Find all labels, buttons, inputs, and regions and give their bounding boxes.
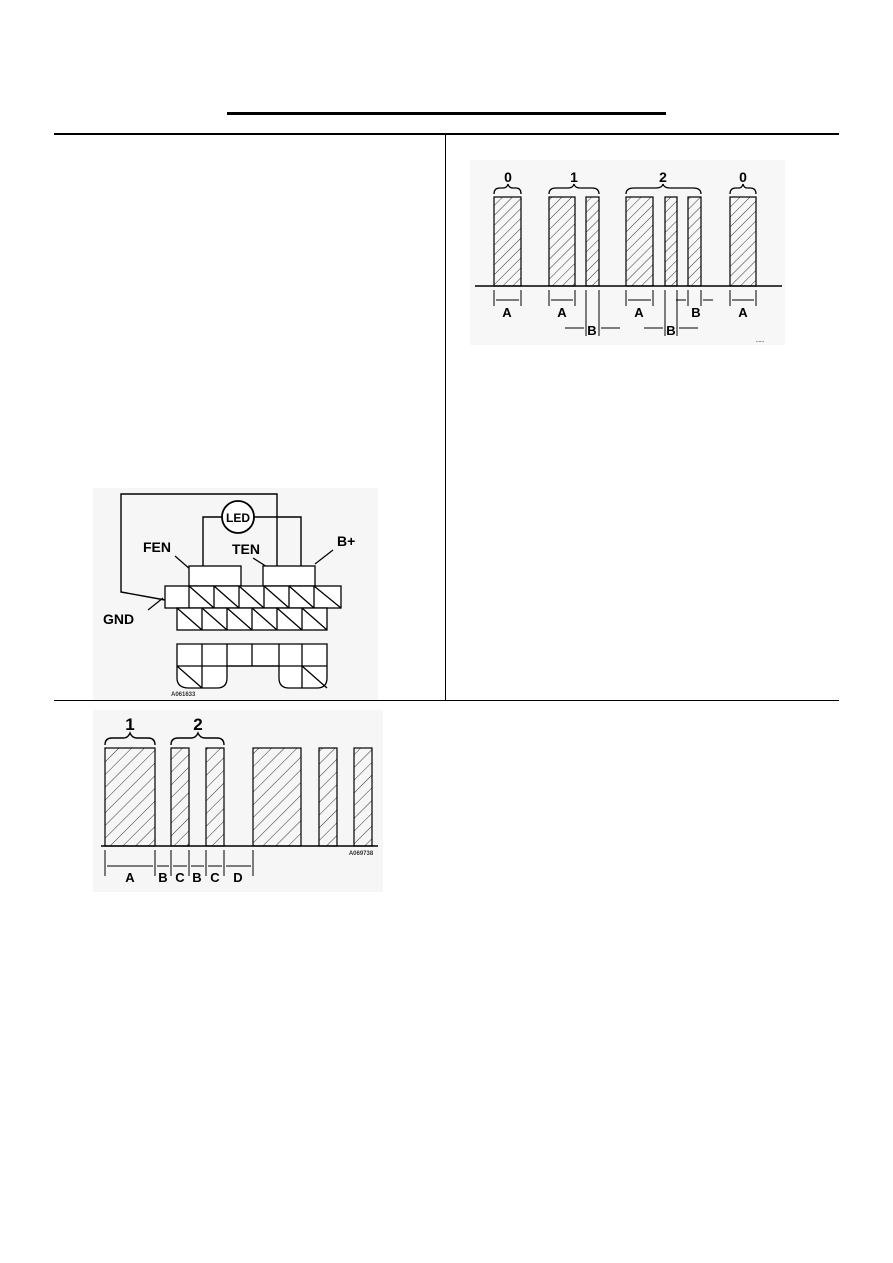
pulse-bars bbox=[104, 747, 373, 847]
dimension-lines bbox=[493, 290, 757, 336]
dimension-lines bbox=[104, 850, 254, 876]
column-divider bbox=[445, 135, 446, 700]
dimension-label: A bbox=[125, 870, 135, 885]
pulse-bar bbox=[170, 747, 190, 847]
bplus-label: B+ bbox=[337, 533, 355, 549]
terminal-tabs bbox=[188, 565, 316, 587]
group-label: 1 bbox=[125, 715, 134, 734]
group-label: 1 bbox=[570, 169, 578, 185]
dimension-label: B bbox=[587, 323, 596, 338]
fen-label: FEN bbox=[143, 539, 171, 555]
pulse-bar bbox=[548, 196, 576, 287]
connector-row-middle bbox=[176, 607, 328, 631]
group-label: 2 bbox=[193, 715, 202, 734]
pulse-bar bbox=[252, 747, 302, 847]
pulse-bar bbox=[493, 196, 522, 287]
pulse-bar bbox=[104, 747, 156, 847]
pulse-bar bbox=[353, 747, 373, 847]
section-divider bbox=[54, 700, 839, 701]
dimension-label: B bbox=[691, 305, 700, 320]
gnd-label: GND bbox=[103, 611, 134, 627]
figure-code: ...... bbox=[756, 338, 765, 344]
wiring bbox=[120, 493, 302, 601]
diagnostic-connector-diagram: LED FEN TEN B+ GND bbox=[93, 488, 378, 700]
led-label: LED bbox=[226, 511, 250, 525]
figure-code: A069738 bbox=[349, 851, 374, 857]
pulse-diagram-timing: 1 2 A B C B C D A069738 bbox=[93, 710, 383, 892]
pulse-bar bbox=[729, 196, 757, 287]
dimension-label: B bbox=[192, 870, 201, 885]
group-braces bbox=[104, 731, 225, 746]
dimension-label: C bbox=[175, 870, 185, 885]
pulse-bar bbox=[205, 747, 225, 847]
connector-housing-bottom bbox=[176, 643, 328, 689]
pulse-bar bbox=[687, 196, 702, 287]
pulse-bar bbox=[625, 196, 654, 287]
pulse-diagram-codes: 0 1 2 0 A A A B A B B ...... bbox=[470, 160, 785, 345]
pulse-bar bbox=[318, 747, 338, 847]
dimension-label: B bbox=[666, 323, 675, 338]
pulse-bar bbox=[585, 196, 600, 287]
dimension-label: A bbox=[738, 305, 748, 320]
dimension-label: D bbox=[233, 870, 242, 885]
dimension-label: C bbox=[210, 870, 220, 885]
dimension-label: A bbox=[557, 305, 567, 320]
dimension-label: A bbox=[634, 305, 644, 320]
pulse-bars bbox=[493, 196, 757, 287]
group-label: 0 bbox=[504, 169, 512, 185]
connector-row-top bbox=[164, 585, 342, 609]
title-underline bbox=[227, 112, 666, 115]
led-icon bbox=[221, 500, 255, 534]
ten-label: TEN bbox=[232, 541, 260, 557]
header-divider bbox=[54, 133, 839, 135]
group-braces bbox=[493, 183, 757, 195]
figure-code: A061633 bbox=[171, 692, 196, 698]
group-label: 0 bbox=[739, 169, 747, 185]
group-label: 2 bbox=[659, 169, 667, 185]
pulse-bar bbox=[664, 196, 678, 287]
dimension-label: B bbox=[158, 870, 167, 885]
dimension-label: A bbox=[502, 305, 512, 320]
